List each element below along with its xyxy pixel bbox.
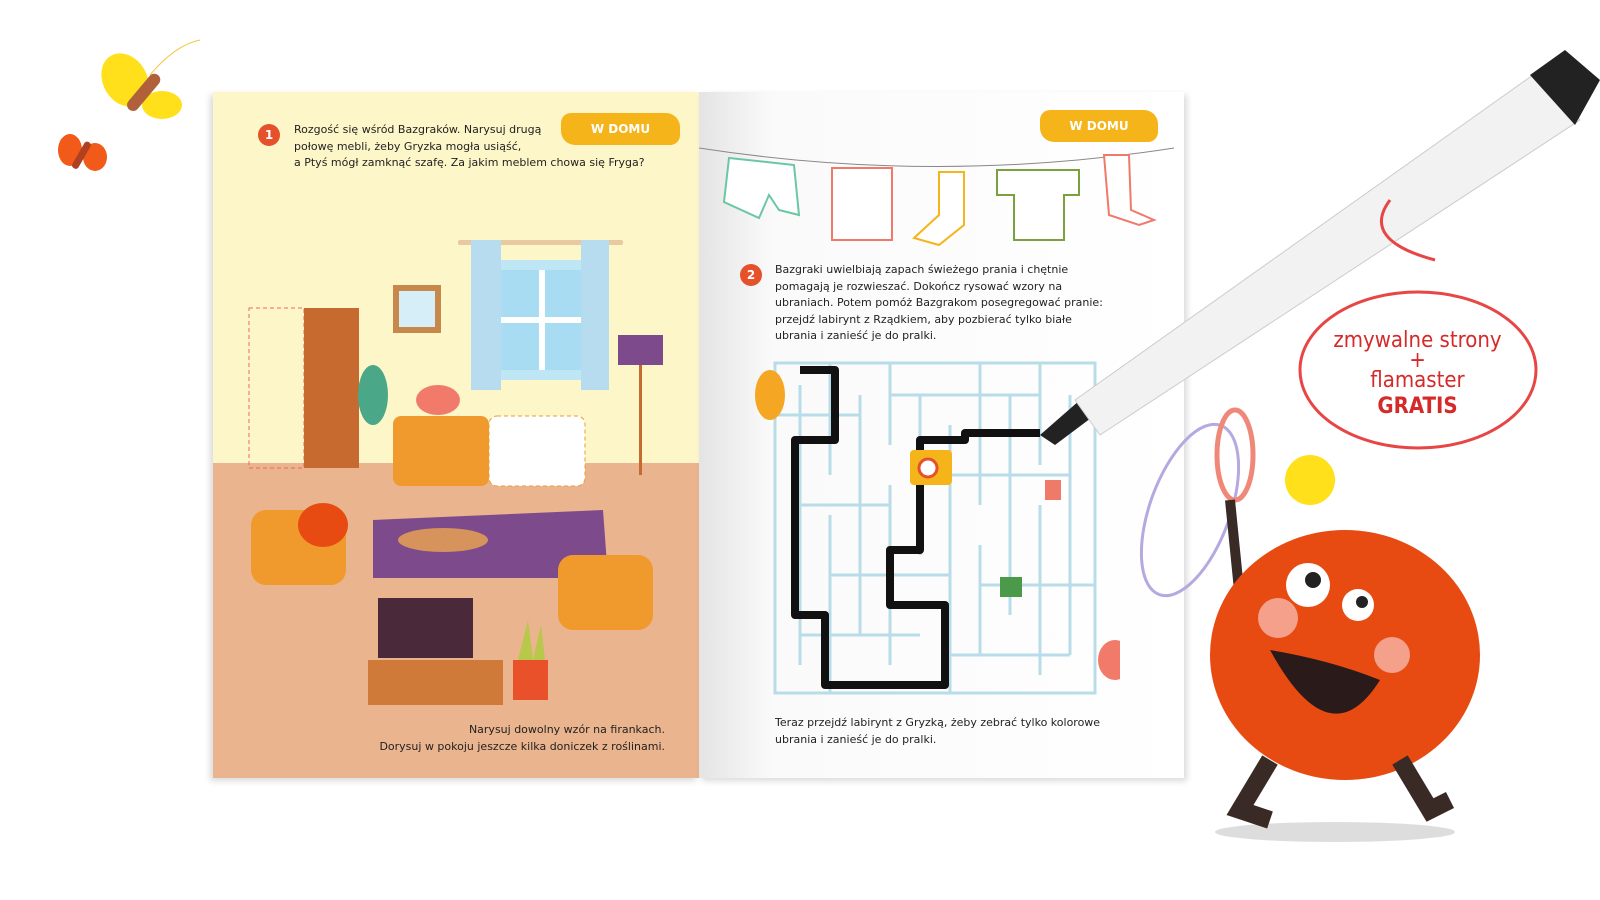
text-line: Rozgość się wśród Bazgraków. Narysuj dru… [294,123,542,136]
task-number-2: 2 [740,264,762,286]
promo-circle-outline [1298,290,1538,450]
text-line: ubraniach. Potem pomóż Bazgrakom posegre… [775,296,1103,309]
orange-monster-illustration [1139,407,1480,842]
text-line: Narysuj dowolny wzór na firankach. [468,723,665,736]
text-line: ubrania i zanieść je do pralki. [775,732,937,746]
promo-line-2: flamaster [1370,368,1465,393]
text-line: Teraz przejdź labirynt z Gryzką, żeby ze… [775,716,1101,729]
right-footer-text: Teraz przejdź labirynt z Gryzką, żeby ze… [775,715,1155,748]
text-line: Dorysuj w pokoju jeszcze kilka doniczek … [379,739,665,753]
yellow-butterfly-icon [101,39,201,119]
category-badge-left: W DOMU [561,113,680,145]
text-line: a Ptyś mógł zamknąć szafę. Za jakim mebl… [294,156,645,169]
promo-line-3: GRATIS [1377,394,1458,419]
maze-illustration [755,361,1120,695]
task-2-text: Bazgraki uwielbiają zapach świeżego pran… [775,262,1135,345]
left-footer-text: Narysuj dowolny wzór na firankach. Dorys… [300,722,665,755]
task-number-1: 1 [258,124,280,146]
living-room-illustration [248,240,663,705]
text-line: przejdź labirynt z Rządkiem, aby pozbier… [775,312,1072,326]
marker-pen-illustration [1040,50,1600,445]
clothesline-illustration [699,147,1175,247]
text-line: ubrania i zanieść je do pralki. [775,329,937,342]
butterflies-illustration [58,39,201,171]
task-1-text: Rozgość się wśród Bazgraków. Narysuj dru… [294,122,674,172]
promo-line-1: zmywalne strony [1333,328,1502,353]
text-line: połowę mebli, żeby Gryzka mogła usiąść, [294,139,522,153]
promo-plus: + [1409,348,1426,373]
category-badge-right: W DOMU [1040,110,1158,142]
text-line: pomagają je rozwieszać. Dokończ rysować … [775,279,1063,293]
text-line: Bazgraki uwielbiają zapach świeżego pran… [775,263,1069,276]
promo-label: zmywalne strony + flamaster GRATIS [1315,328,1520,420]
orange-butterfly-icon [58,134,107,171]
